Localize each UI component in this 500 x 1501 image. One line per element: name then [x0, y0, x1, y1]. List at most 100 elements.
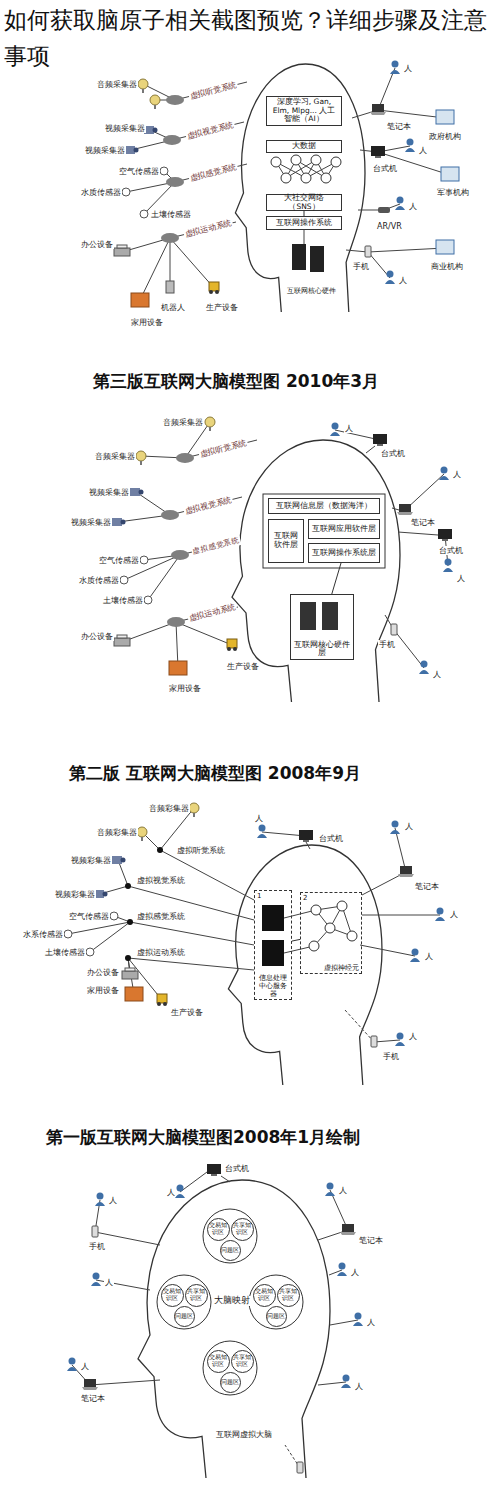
wire-line [306, 842, 310, 849]
printer-paper [117, 245, 127, 248]
audio-collector [205, 417, 215, 427]
node-text: 共享知识区 [232, 1222, 253, 1235]
forklift-wheel [157, 1002, 161, 1006]
device-label: 办公设备 [86, 968, 120, 977]
device-label: 人 [418, 146, 428, 155]
device-label: 水系传感器 [22, 930, 64, 939]
device-label: 人 [354, 1382, 364, 1391]
device-label: 人 [452, 470, 462, 479]
camera-lens [121, 858, 126, 863]
wire-line [160, 850, 254, 900]
device-label: 人 [398, 276, 408, 285]
audio-stand [142, 89, 144, 93]
person-body [325, 1192, 335, 1196]
node-text: 互联网应用软件层 [312, 525, 376, 534]
device-label: 人 [80, 1362, 90, 1371]
node-text: 大社交网络（SNS） [269, 194, 339, 211]
device-label: 人 [403, 64, 413, 73]
device-label: 虚拟感觉系统 [136, 912, 186, 921]
network-node [331, 157, 341, 167]
device-label: 视频采集器 [70, 518, 112, 527]
wire-line [318, 1382, 346, 1385]
server-region: 2虚拟神经元 [300, 892, 362, 974]
device-label: 视频彩集器 [54, 890, 96, 899]
laptop-base [82, 1387, 98, 1390]
device-label: 手机 [382, 1052, 400, 1061]
sensor-icon [110, 912, 118, 920]
node-text: 大数据 [292, 142, 316, 151]
device-label: 人 [104, 1278, 114, 1287]
knowledge-circle: 共享知识区 [185, 1284, 208, 1307]
server-block [262, 905, 284, 931]
node-text: 交易知识区 [208, 1222, 229, 1235]
device-label: 人 [408, 202, 418, 211]
device-label: 音频采集器 [162, 418, 204, 427]
device-label: 台式机 [380, 449, 406, 458]
device-label: 虚拟视觉系统 [185, 120, 236, 141]
device-label: 笔记本 [358, 1236, 384, 1245]
node-text: 深度学习, Gan, Elm, Mlpg... 人工智能（AI） [269, 98, 339, 124]
layer-box: 互联网操作系统层 [308, 543, 380, 563]
device-label: 虚拟视觉系统 [183, 495, 234, 516]
forklift-wheel [227, 647, 231, 651]
person-body [439, 476, 449, 480]
person-head [397, 197, 404, 204]
device-label: 家用设备 [168, 684, 202, 693]
device-label: 家用设备 [130, 318, 164, 327]
device-label: 空气传感器 [98, 556, 140, 565]
monitor-stand [211, 1174, 217, 1176]
sensor-icon [120, 576, 128, 584]
device-label: 笔记本 [414, 882, 440, 891]
device-label: 办公设备 [80, 632, 114, 641]
audio-collector [150, 95, 160, 105]
device-label: 互联网核心硬件 [286, 287, 337, 295]
person-body [419, 670, 429, 674]
person-body [330, 432, 340, 436]
phone-icon [92, 1226, 98, 1237]
node-text: 共享知识区 [186, 1288, 207, 1301]
person-head [441, 467, 448, 474]
server-icon [310, 246, 324, 272]
monitor-stand [375, 156, 381, 158]
forklift-body [227, 639, 237, 648]
node-text: 互联网操作系统层 [312, 549, 376, 558]
person-head [332, 423, 339, 430]
node-text: 2 [303, 894, 307, 902]
neuron-node [347, 931, 357, 941]
wire-line [221, 1176, 230, 1182]
laptop-screen [399, 504, 411, 512]
device-label: 大脑映射 [213, 1296, 251, 1306]
device-label: 生产设备 [226, 662, 260, 671]
device-label: 家用设备 [86, 986, 120, 995]
laptop-base [398, 874, 414, 877]
knowledge-cluster [157, 1275, 211, 1329]
person-head [421, 661, 428, 668]
device-label: 互联网虚拟大脑 [215, 1430, 273, 1439]
building-icon [436, 240, 454, 254]
knowledge-circle: 交易知识区 [207, 1350, 230, 1373]
monitor [373, 434, 387, 444]
phone-icon [391, 624, 397, 635]
device-label: 军事机构 [436, 188, 470, 197]
person-head [445, 559, 452, 566]
network-node [301, 173, 311, 183]
camera-lens [103, 892, 108, 897]
audio-collector [136, 451, 146, 461]
wire-line [180, 1172, 207, 1192]
neuron-node [325, 923, 335, 933]
server-region: 1信息处理中心服务器 [254, 890, 292, 1000]
device-label: 人 [338, 1186, 348, 1195]
person-body [405, 148, 415, 152]
forklift-wheel [215, 290, 219, 294]
home-appliance [125, 987, 143, 1001]
device-label: 人 [424, 952, 434, 961]
sensor-icon [122, 188, 130, 196]
printer-body [114, 638, 130, 646]
person-body [175, 1194, 185, 1198]
node-text: 问题区 [175, 1313, 193, 1320]
wire-line [160, 808, 194, 850]
audio-collector [137, 827, 147, 837]
layer-box: 大数据 [266, 140, 342, 153]
